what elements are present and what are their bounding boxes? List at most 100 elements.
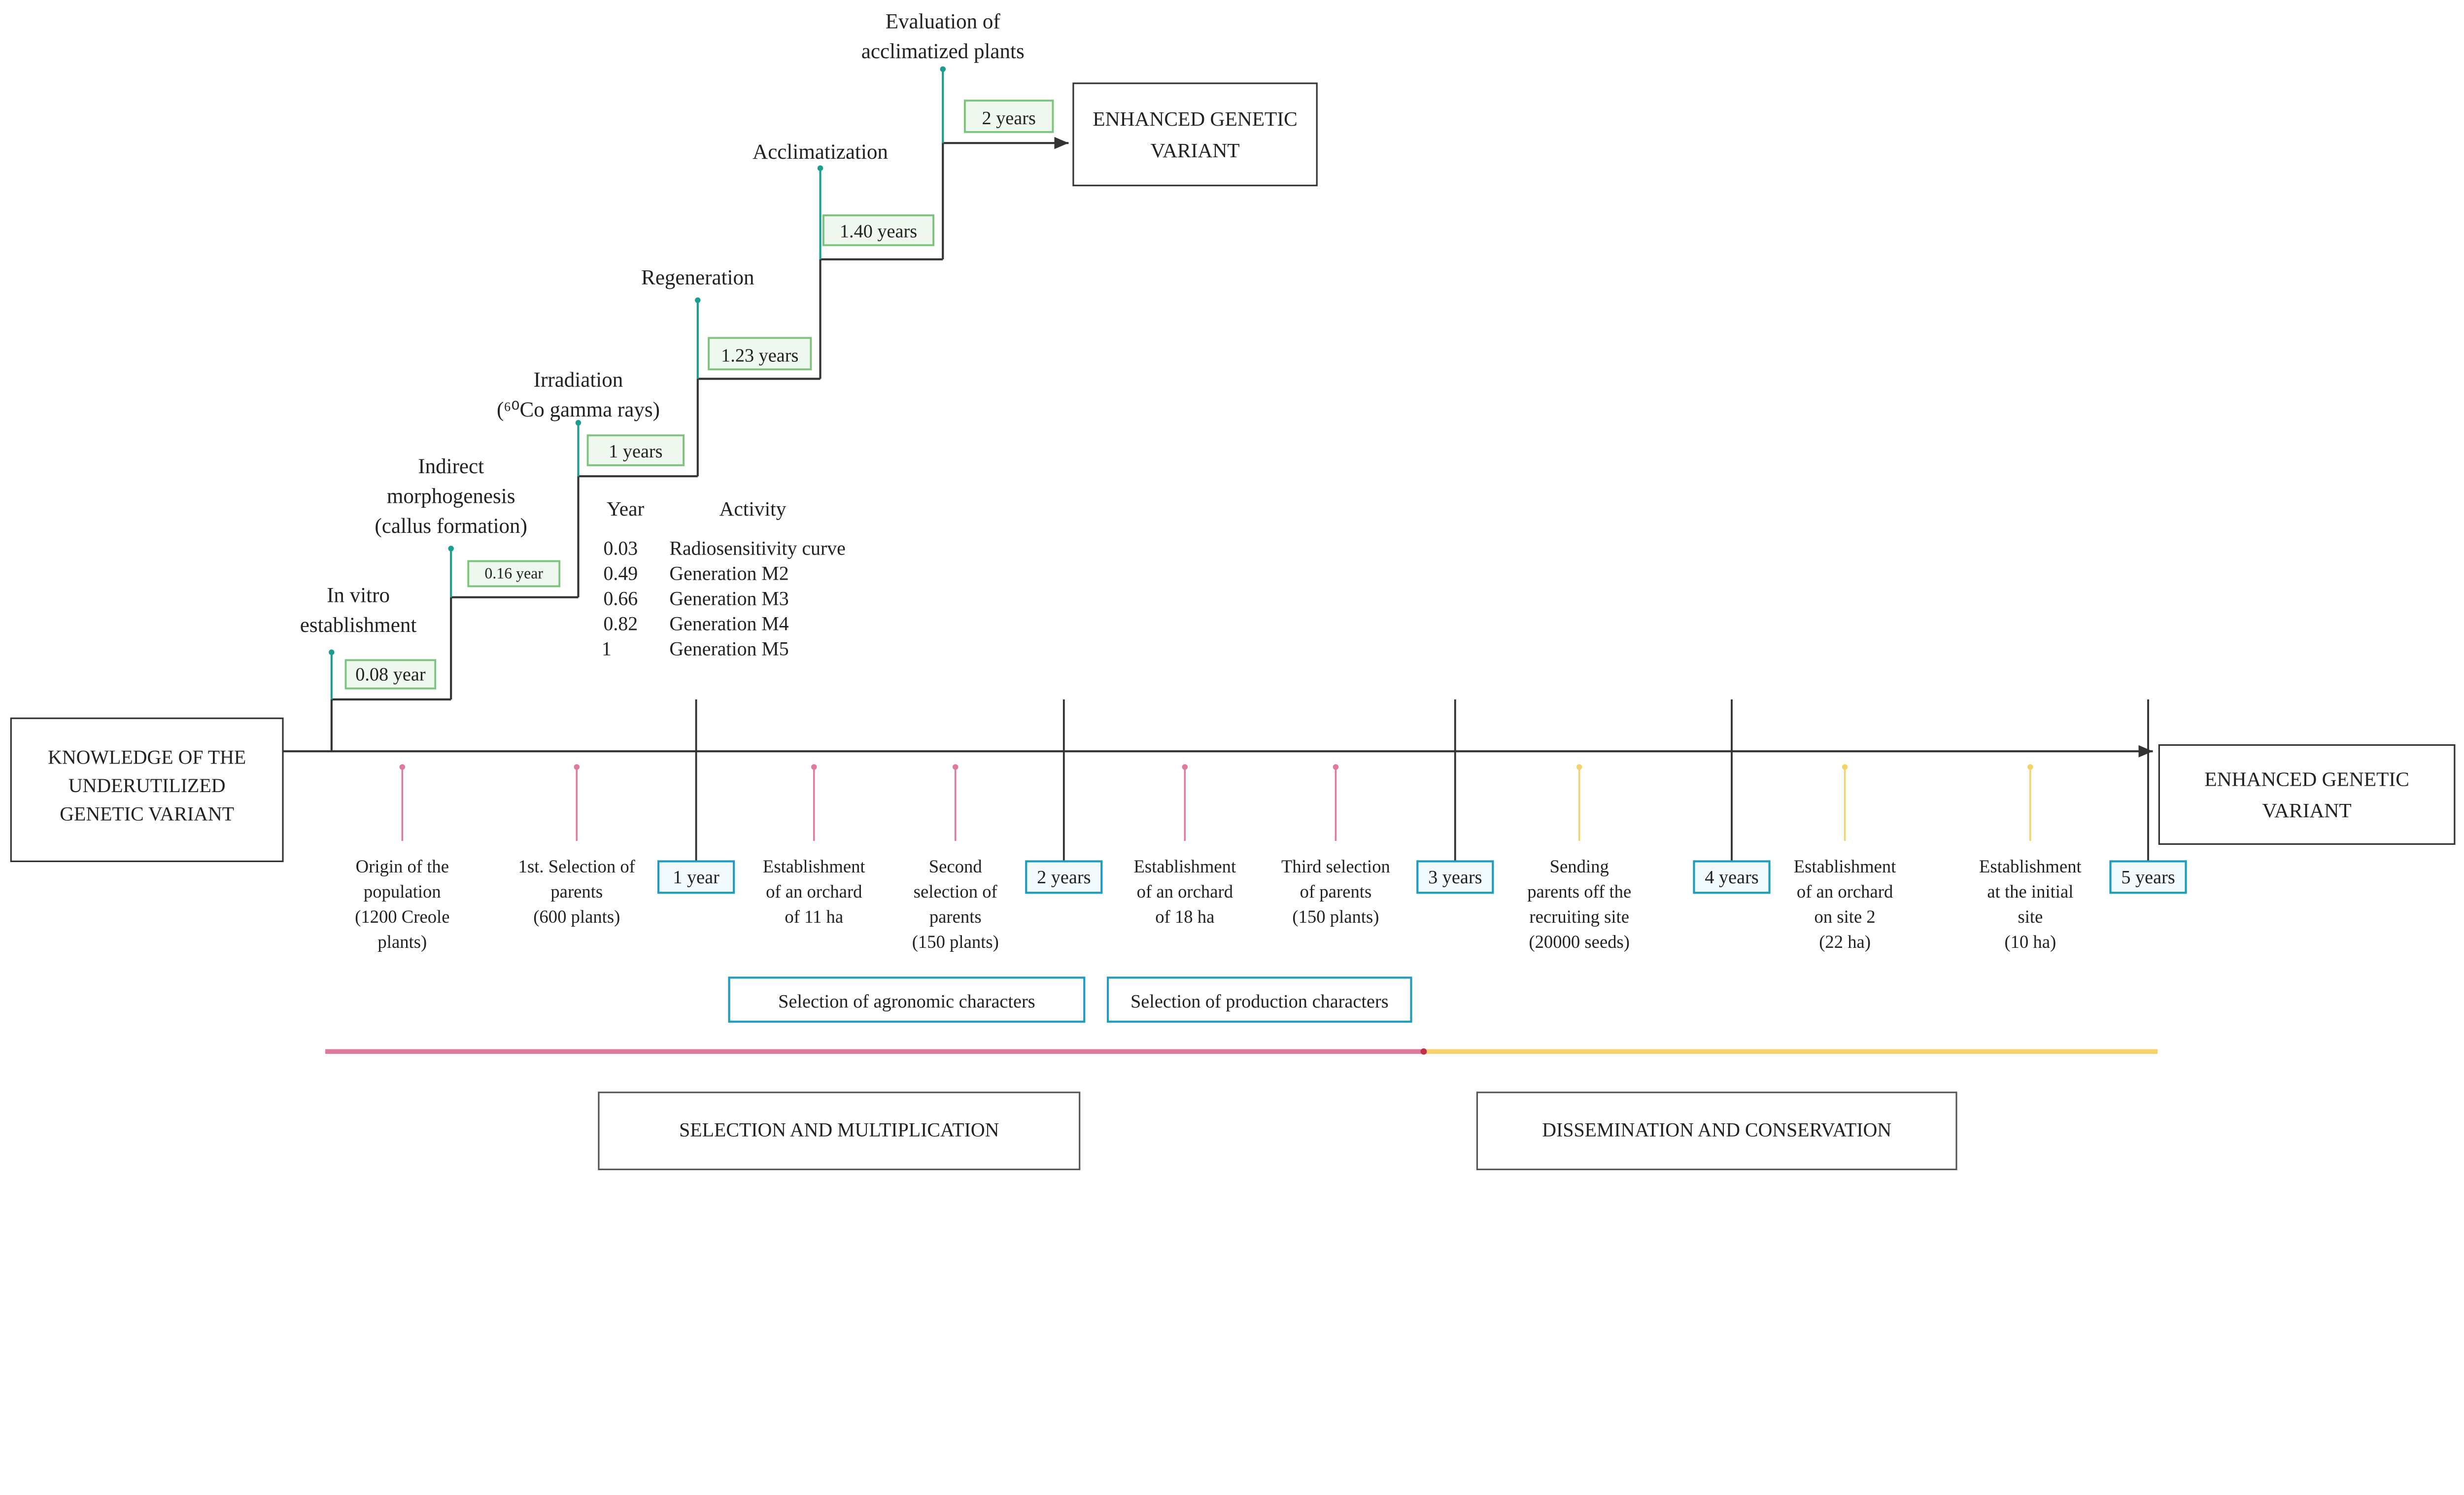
stage-duration-label: 1.40 years: [840, 221, 917, 242]
character-box: [728, 976, 1086, 1023]
activity-dot: [1576, 764, 1582, 770]
activity-dot: [399, 764, 406, 770]
stage-label: Indirect: [418, 455, 484, 478]
table-cell-activity: Generation M3: [669, 588, 788, 610]
start-box-text: UNDERUTILIZED: [68, 774, 226, 797]
stage-label: In vitro: [327, 584, 390, 607]
stage-label: acclimatized plants: [861, 40, 1025, 63]
activity-label: (20000 seeds): [1529, 932, 1630, 952]
year-marker-box: [2109, 860, 2187, 894]
stage-duration-label: 1.23 years: [721, 345, 798, 366]
activity-label: (1200 Creole: [355, 906, 449, 927]
phase-boundary-dot: [1420, 1048, 1427, 1055]
activity-label: selection of: [914, 881, 998, 902]
activity-dot: [2027, 764, 2033, 770]
activity-label: 1st. Selection of: [518, 856, 636, 876]
activity-label: Establishment: [1133, 856, 1236, 876]
table-cell-year: 0.82: [603, 613, 638, 635]
character-box: [1107, 976, 1412, 1023]
stage-dot: [329, 649, 335, 656]
year-marker-box: [1416, 860, 1494, 894]
activity-label: (150 plants): [912, 932, 999, 952]
stage-duration-box: [344, 659, 437, 690]
activity-label: site: [2018, 906, 2043, 927]
year-marker-label: 2 years: [1037, 867, 1091, 888]
stage-label: Acclimatization: [753, 140, 888, 164]
table-cell-year: 0.66: [603, 588, 638, 610]
year-marker-label: 3 years: [1428, 867, 1482, 888]
activity-label: of an orchard: [766, 881, 862, 902]
end-box: [2158, 744, 2456, 845]
stage-duration-box: [586, 434, 685, 466]
end-box-text: ENHANCED GENETIC: [2204, 767, 2409, 790]
year-marker-box: [657, 860, 735, 894]
phase-label: DISSEMINATION AND CONSERVATION: [1542, 1118, 1891, 1141]
start-box-text: GENETIC VARIANT: [60, 803, 234, 825]
year-marker-label: 4 years: [1705, 867, 1758, 888]
table-cell-activity: Generation M5: [669, 638, 788, 660]
phase-box: [1476, 1091, 1957, 1171]
activity-label: (22 ha): [1819, 932, 1871, 952]
activity-label: population: [364, 881, 441, 902]
activity-label: Origin of the: [356, 856, 449, 876]
character-box-label: Selection of agronomic characters: [778, 991, 1035, 1012]
activity-label: of an orchard: [1137, 881, 1233, 902]
activity-label: of 18 ha: [1155, 906, 1214, 927]
stage-duration-label: 0.16 year: [484, 564, 543, 582]
top-end-box-text: VARIANT: [1151, 139, 1240, 162]
activity-dot: [1842, 764, 1848, 770]
end-box-text: VARIANT: [2262, 799, 2352, 822]
activity-dot: [1333, 764, 1339, 770]
stage-dot: [817, 165, 823, 171]
table-cell-activity: Radiosensitivity curve: [669, 537, 845, 559]
stage-duration-label: 2 years: [982, 108, 1035, 129]
stage-dot: [695, 297, 701, 303]
stage-label: Regeneration: [641, 266, 754, 289]
activity-label: Second: [929, 856, 982, 876]
table-cell-year: 0.49: [603, 562, 638, 585]
stage-duration-label: 0.08 year: [355, 664, 426, 685]
phase-label: SELECTION AND MULTIPLICATION: [679, 1118, 999, 1141]
year-marker-box: [1025, 860, 1103, 894]
character-box-label: Selection of production characters: [1130, 991, 1389, 1012]
activity-label: of parents: [1300, 881, 1372, 902]
activity-label: (10 ha): [2004, 932, 2056, 952]
table-cell-activity: Generation M2: [669, 562, 788, 585]
activity-label: of 11 ha: [785, 906, 843, 927]
stage-dot: [448, 546, 454, 552]
activity-dot: [953, 764, 958, 770]
activity-label: plants): [377, 932, 427, 952]
activity-label: Establishment: [1794, 856, 1896, 876]
table-cell-activity: Generation M4: [669, 613, 788, 635]
activity-label: Establishment: [763, 856, 865, 876]
activity-label: at the initial: [1987, 881, 2073, 902]
activity-label: of an orchard: [1797, 881, 1893, 902]
stage-label: Evaluation of: [886, 10, 1001, 33]
activity-dot: [1182, 764, 1188, 770]
top-end-box-text: ENHANCED GENETIC: [1093, 107, 1297, 130]
stage-label: morphogenesis: [387, 485, 515, 508]
activity-label: parents: [550, 881, 603, 902]
stage-duration-box: [822, 214, 935, 246]
stage-label: (⁶⁰Co gamma rays): [497, 398, 660, 421]
table-header-year: Year: [607, 497, 645, 520]
activity-label: (600 plants): [533, 906, 620, 927]
stage-dot: [940, 66, 946, 72]
year-marker-label: 5 years: [2121, 867, 2175, 888]
activity-label: parents off the: [1527, 881, 1631, 902]
activity-dot: [574, 764, 580, 770]
year-marker-box: [1693, 860, 1771, 894]
top-end-box: [1072, 82, 1318, 186]
stage-duration-box: [963, 100, 1054, 133]
activity-label: on site 2: [1814, 906, 1876, 927]
stage-label: Irradiation: [534, 368, 623, 391]
stage-duration-label: 1 years: [609, 441, 662, 462]
stage-label: (callus formation): [375, 515, 527, 538]
activity-dot: [811, 764, 817, 770]
activity-label: Third selection: [1281, 856, 1390, 876]
table-cell-year: 0.03: [603, 537, 638, 559]
stage-duration-box: [708, 337, 812, 371]
table-cell-year: 1: [602, 638, 612, 660]
